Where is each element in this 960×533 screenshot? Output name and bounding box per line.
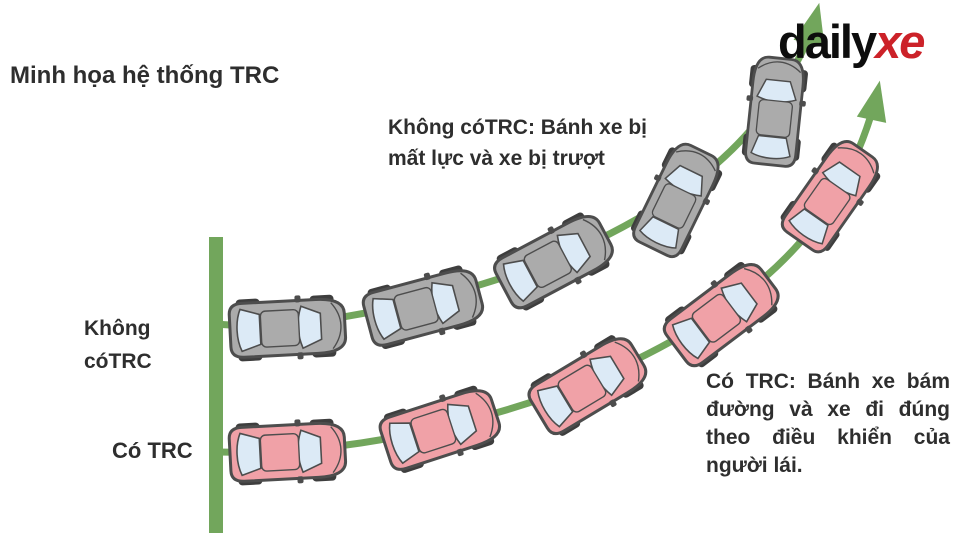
trc-car-1: [228, 417, 347, 487]
page-title: Minh họa hệ thống TRC: [10, 62, 280, 89]
trc-caption: Có TRC: Bánh xe bám đường và xe đi đúng …: [706, 368, 950, 480]
no-trc-caption-line-2: mất lực và xe bị trượt: [388, 147, 605, 170]
trc-row-label: Có TRC: [112, 438, 193, 463]
no-trc-caption-line-1: Không cóTRC: Bánh xe bị: [388, 116, 647, 139]
trc-caption-line-1: Có TRC: Bánh xe bám: [706, 370, 950, 393]
no-trc-arrow-icon: [793, 2, 825, 48]
no-trc-car-2: [359, 261, 488, 353]
no-trc-car-1: [228, 293, 347, 363]
trc-car-2: [375, 380, 506, 478]
trc-arrow-icon: [856, 80, 887, 123]
no-trc-row-label: Không cóTRC: [84, 312, 152, 378]
no-trc-car-5: [739, 55, 811, 168]
logo-xe-text: xe: [875, 15, 925, 68]
trc-caption-line-4: người lái.: [706, 454, 803, 477]
start-line-bar: [209, 237, 223, 533]
no-trc-row-label-line-1: Không: [84, 317, 151, 340]
no-trc-caption: Không cóTRC: Bánh xe bị mất lực và xe bị…: [388, 112, 647, 174]
logo-daily-text: daily: [778, 15, 877, 68]
no-trc-car-3: [488, 205, 621, 317]
trc-caption-line-2: đường và xe đi đúng: [706, 398, 950, 421]
dailyxe-logo: dailyxe: [778, 15, 925, 68]
trc-caption-line-3: theo điều khiển của: [706, 426, 950, 449]
no-trc-row-label-line-2: cóTRC: [84, 350, 152, 373]
trc-car-3: [522, 327, 655, 442]
